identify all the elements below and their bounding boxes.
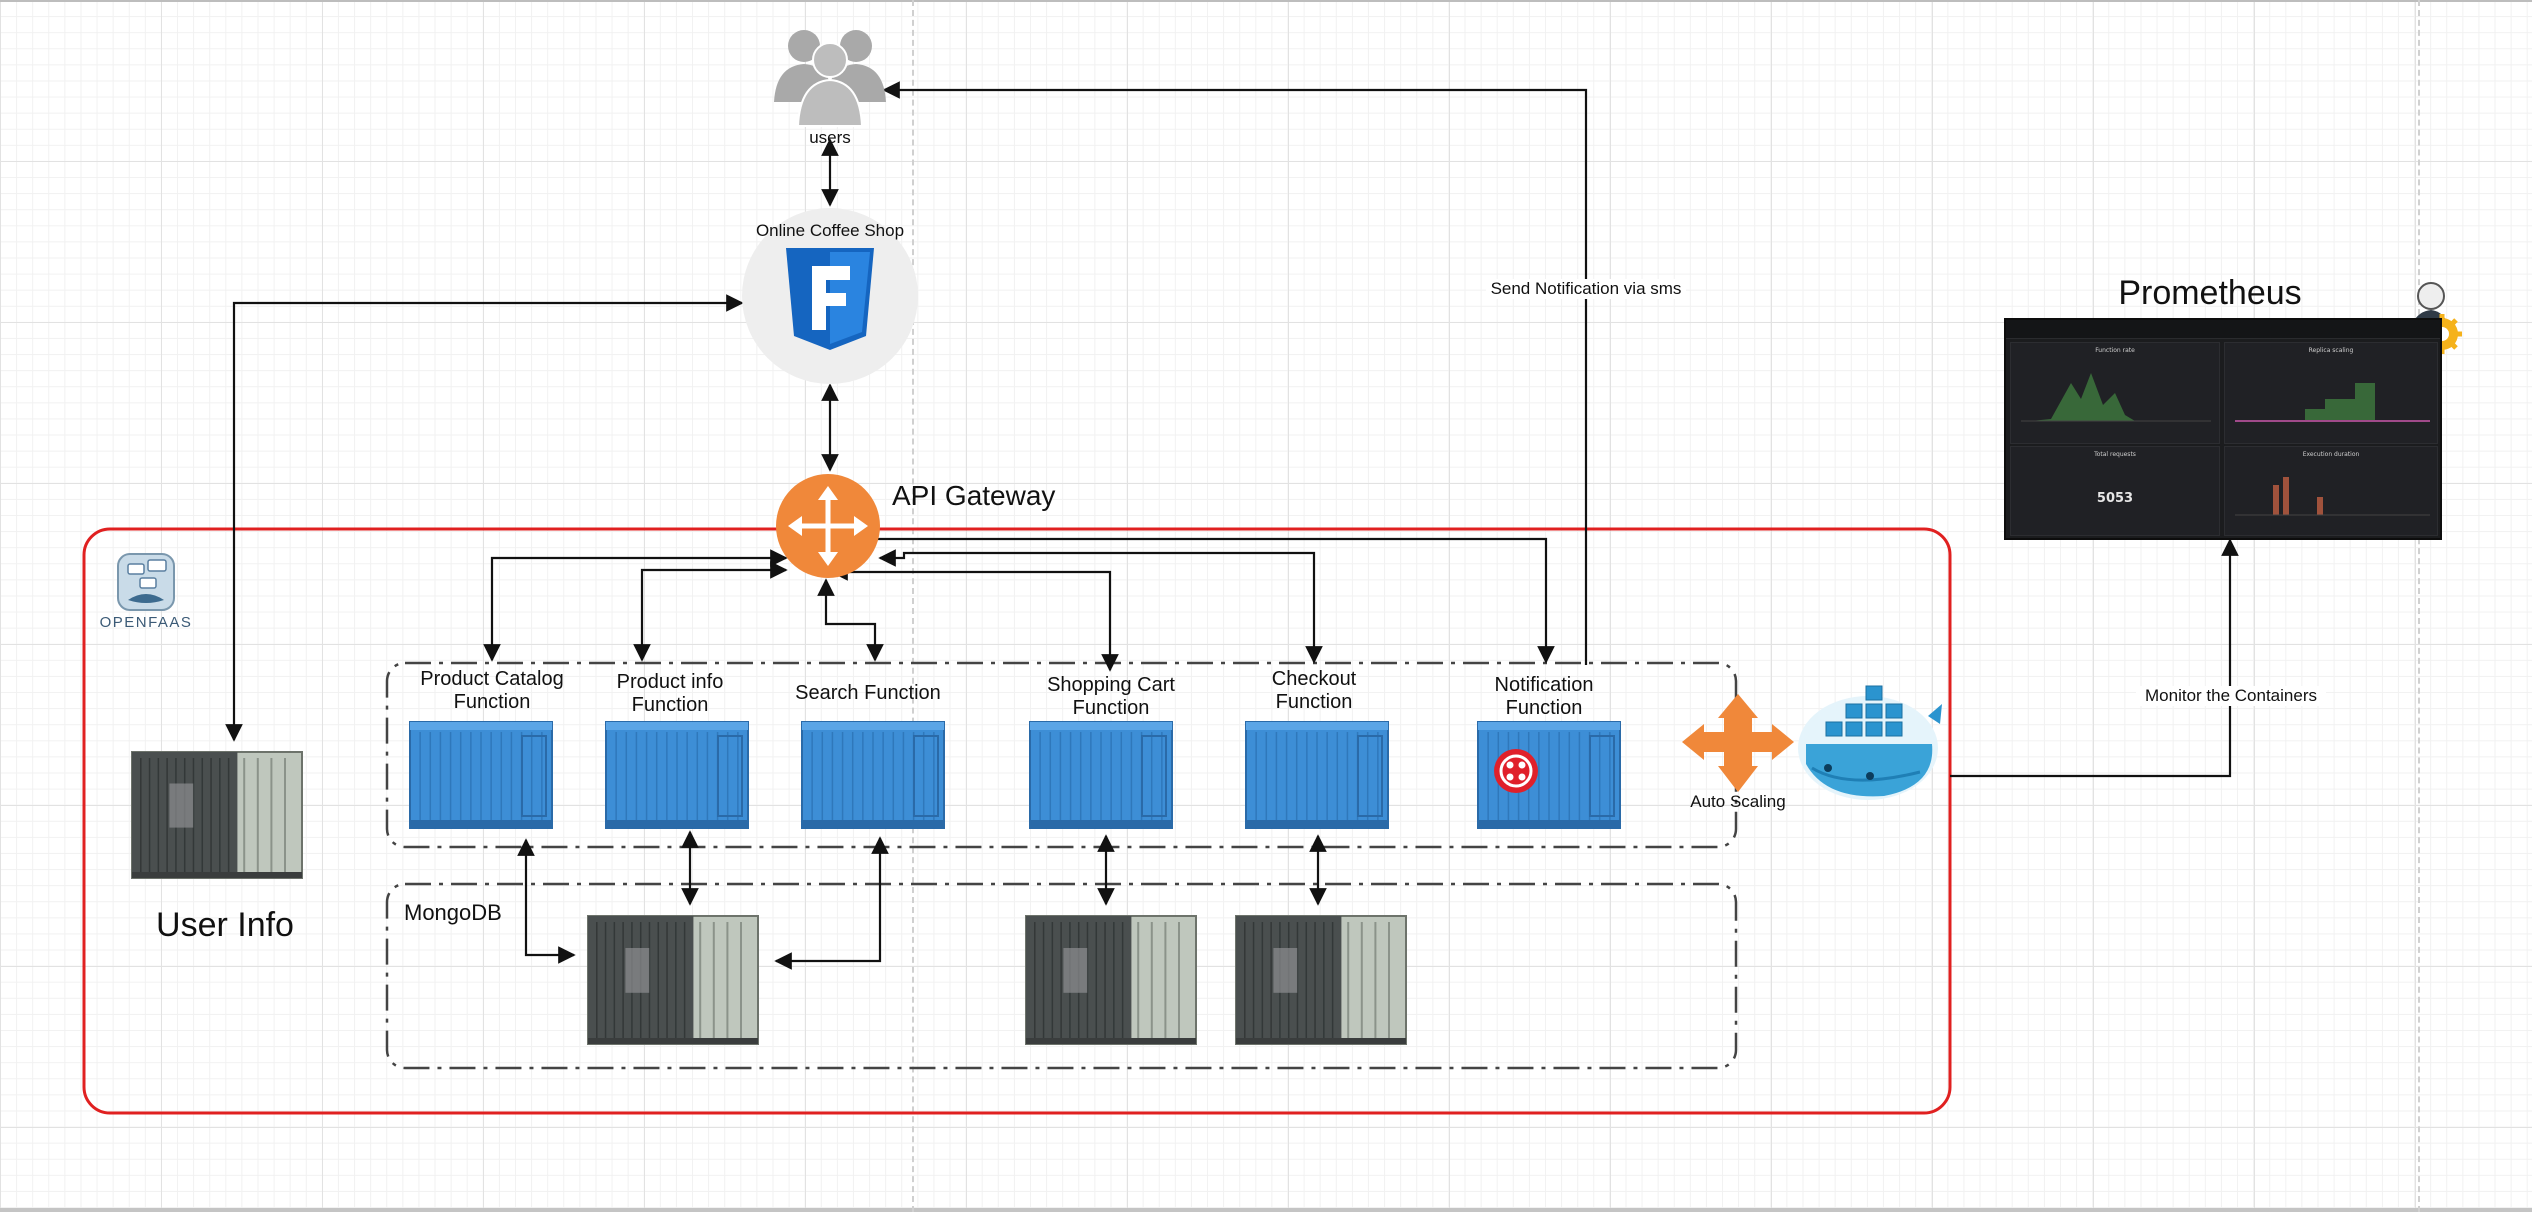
function-container-icon[interactable] (605, 721, 749, 829)
function-container-icon[interactable] (1029, 721, 1173, 829)
function-label: Shopping Cart Function (1047, 674, 1175, 719)
function-label: Checkout Function (1271, 668, 1357, 713)
users-icon[interactable] (774, 30, 886, 127)
monitor-edge-label: Monitor the Containers (2136, 686, 2326, 706)
dashboard-panel: Replica scaling (2224, 342, 2438, 444)
frontend-title: Online Coffee Shop (755, 221, 905, 240)
openfaas-logo (117, 553, 175, 611)
edge-gateway-catalog[interactable] (483, 549, 788, 662)
edge-notification-users[interactable] (882, 81, 1588, 665)
mongodb-group[interactable] (385, 882, 1738, 1070)
function-label: Product Catalog Function (420, 668, 564, 713)
edge-userinfo-frontend[interactable] (225, 294, 744, 742)
dashboard-panel: Function rate (2010, 342, 2220, 444)
api-gateway-label: API Gateway (892, 480, 1056, 511)
page-break-line (2418, 0, 2420, 1212)
edge-search-db[interactable] (774, 836, 889, 970)
mongodb-label: MongoDB (404, 900, 502, 925)
function-rate-graph (2021, 373, 2211, 422)
function-label: Notification Function (1494, 674, 1594, 719)
edge-catalog-db[interactable] (517, 838, 576, 964)
twilio-icon (1494, 749, 1538, 793)
sms-edge-label: Send Notification via sms (1486, 279, 1686, 299)
frontend-shield-icon (786, 248, 874, 350)
dashboard-panel: Total requests 5053 (2010, 446, 2220, 536)
function-container-icon[interactable] (801, 721, 945, 829)
function-label: Search Function (795, 682, 941, 704)
replica-scaling-graph (2235, 383, 2430, 422)
user-info-db-icon[interactable] (131, 751, 303, 879)
autoscaling-icon[interactable] (1682, 694, 1794, 792)
function-container-icon[interactable] (1245, 721, 1389, 829)
edge-gateway-search[interactable] (817, 578, 884, 662)
prometheus-title: Prometheus (2118, 274, 2302, 312)
function-label: Product info Function (616, 671, 724, 716)
total-requests-value: 5053 (2096, 491, 2134, 506)
execution-duration-graph (2235, 477, 2430, 516)
prometheus-dashboard[interactable]: Function rate Replica scaling Total requ… (2004, 318, 2442, 540)
edge-gateway-productinfo[interactable] (633, 561, 788, 662)
user-info-label: User Info (156, 906, 294, 944)
checkout-db-icon[interactable] (1235, 915, 1407, 1045)
cart-db-icon[interactable] (1025, 915, 1197, 1045)
docker-icon[interactable] (1798, 685, 1942, 800)
product-db-icon[interactable] (587, 915, 759, 1045)
page-top-edge (0, 0, 2532, 2)
page-bottom-edge (0, 1208, 2532, 1212)
openfaas-boundary[interactable] (82, 527, 1952, 1115)
dashboard-panel: Execution duration (2224, 446, 2438, 536)
openfaas-logo-text: OPENFAAS (99, 614, 193, 631)
edge-gateway-notification[interactable] (878, 537, 1555, 664)
edge-gateway-cart[interactable] (830, 563, 1119, 672)
edge-gateway-checkout[interactable] (878, 549, 1323, 664)
function-container-icon[interactable] (409, 721, 553, 829)
api-gateway-icon[interactable] (776, 474, 880, 578)
edge-docker-prometheus[interactable] (1950, 538, 2239, 778)
dashboard-toolbar (2006, 320, 2440, 339)
autoscaling-label: Auto Scaling (1690, 792, 1786, 811)
users-label: users (809, 128, 851, 147)
